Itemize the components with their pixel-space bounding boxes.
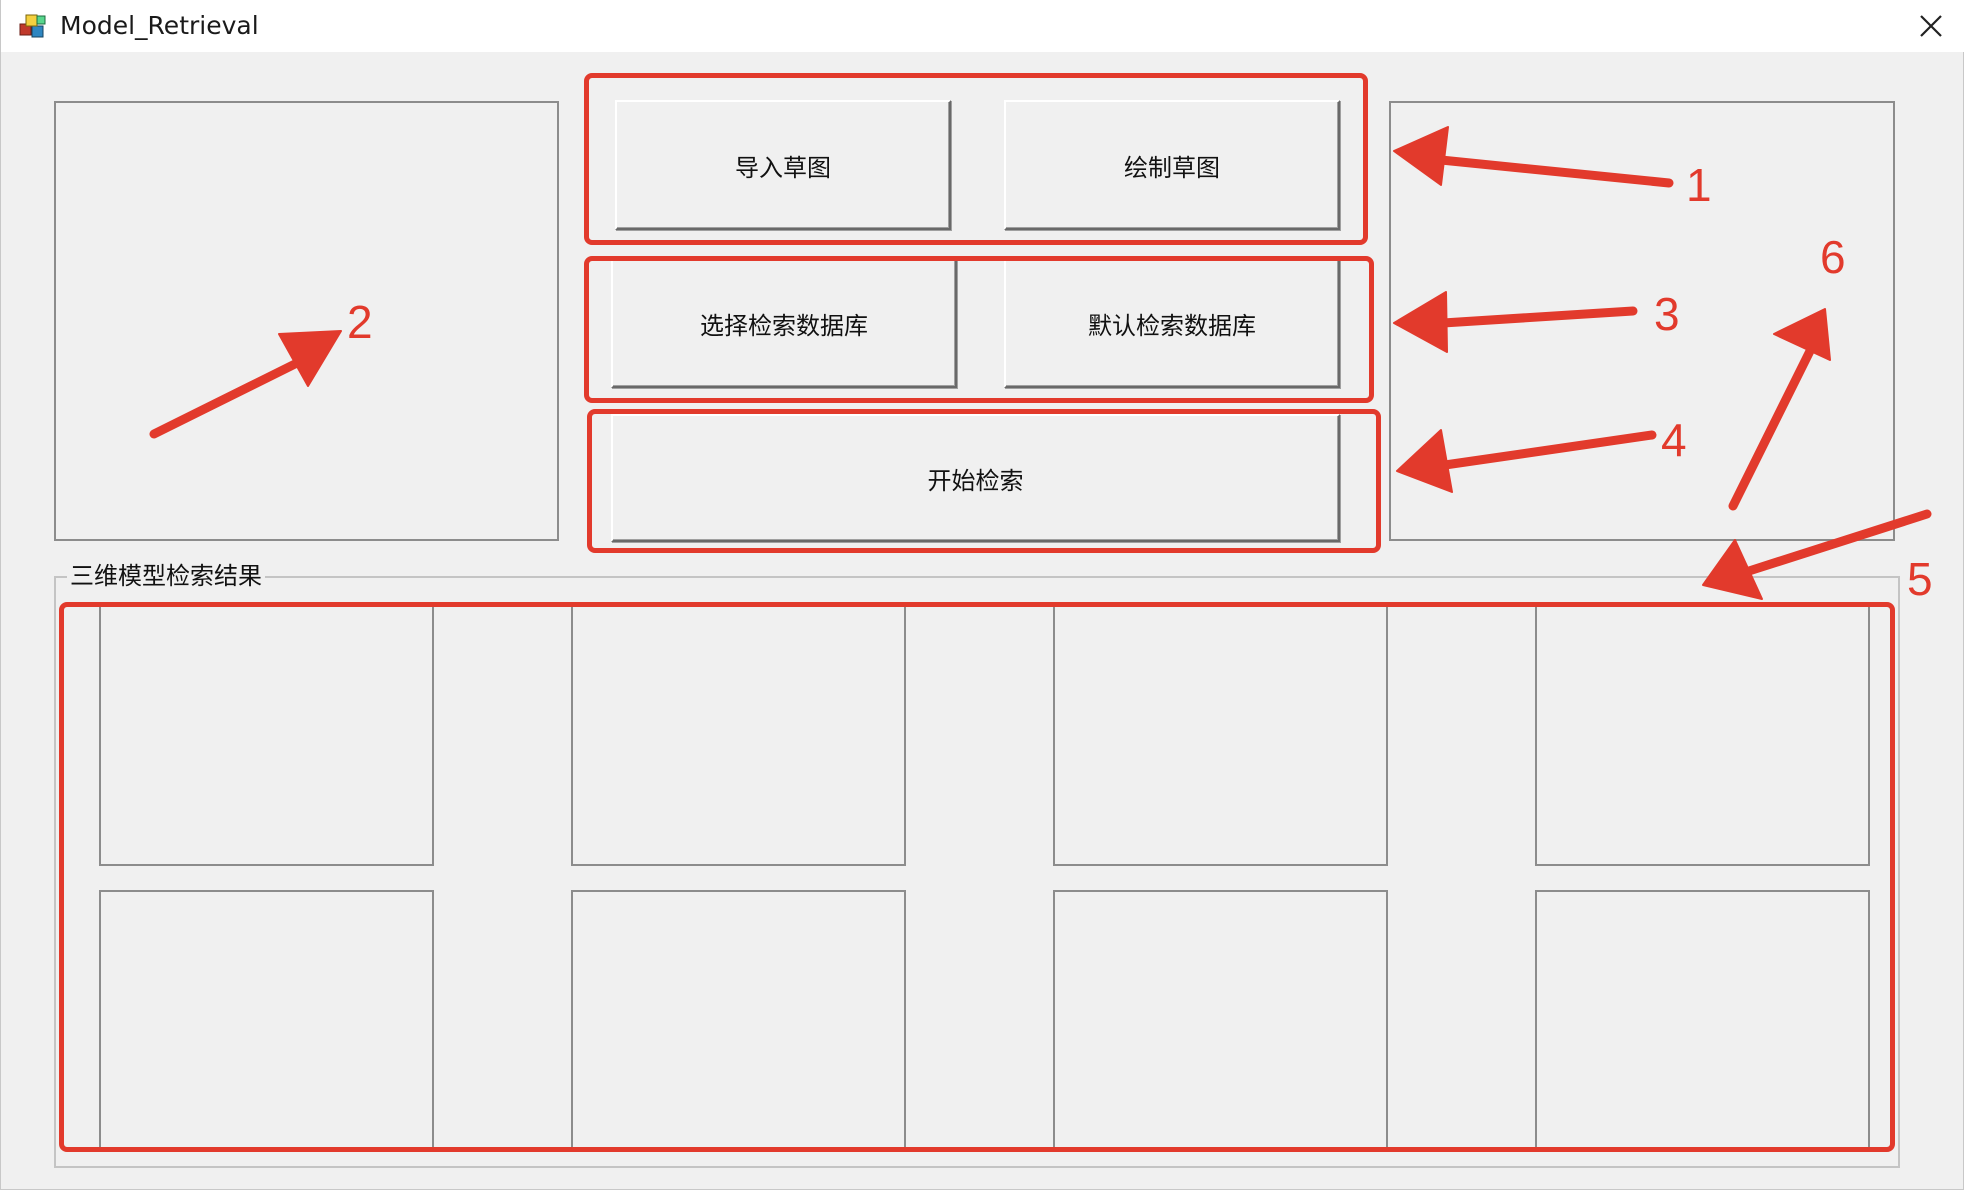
import-sketch-button[interactable]: 导入草图 <box>615 100 951 230</box>
result-slot-5[interactable] <box>99 890 434 1152</box>
result-slot-3[interactable] <box>1053 604 1388 866</box>
default-database-button[interactable]: 默认检索数据库 <box>1004 258 1340 388</box>
model-preview-panel <box>1389 101 1895 541</box>
annotation-label-3: 3 <box>1654 288 1680 340</box>
annotation-label-2: 2 <box>347 296 373 348</box>
annotation-label-5: 5 <box>1907 553 1933 605</box>
close-icon[interactable] <box>1911 6 1951 46</box>
window-title: Model_Retrieval <box>60 11 259 40</box>
result-slot-7[interactable] <box>1053 890 1388 1152</box>
start-retrieval-button[interactable]: 开始检索 <box>611 414 1340 542</box>
app-3d-cubes-icon <box>19 14 46 38</box>
draw-sketch-button[interactable]: 绘制草图 <box>1004 100 1340 230</box>
annotation-label-6: 6 <box>1820 231 1846 283</box>
annotation-label-4: 4 <box>1661 414 1687 466</box>
select-database-button[interactable]: 选择检索数据库 <box>611 258 957 388</box>
result-slot-1[interactable] <box>99 604 434 866</box>
annotation-label-1: 1 <box>1686 159 1712 211</box>
sketch-preview-panel <box>54 101 559 541</box>
result-slot-8[interactable] <box>1535 890 1870 1152</box>
title-bar[interactable]: Model_Retrieval <box>1 0 1964 52</box>
result-slot-6[interactable] <box>571 890 906 1152</box>
results-group-label: 三维模型检索结果 <box>67 561 265 591</box>
result-slot-4[interactable] <box>1535 604 1870 866</box>
results-groupbox <box>54 576 1900 1168</box>
result-slot-2[interactable] <box>571 604 906 866</box>
